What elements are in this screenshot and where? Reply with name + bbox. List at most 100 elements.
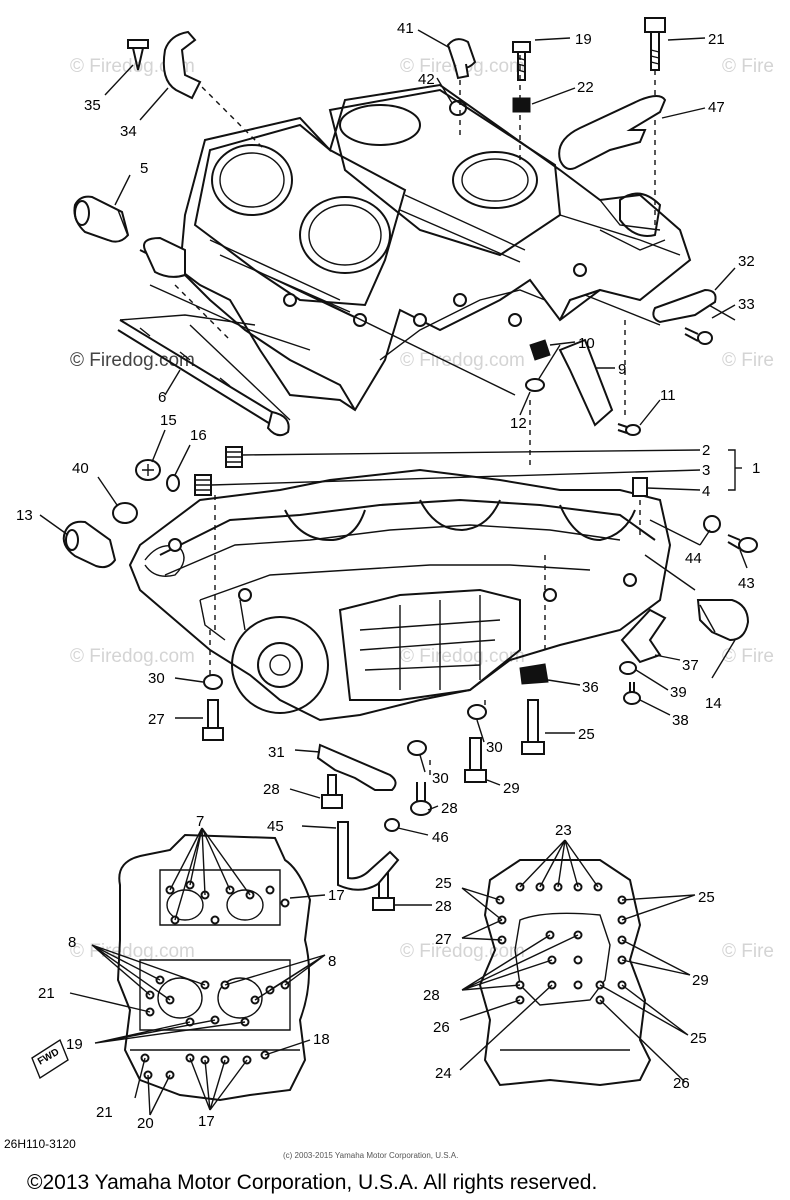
callout-23: 23	[555, 822, 572, 839]
callout-30-right: 30	[432, 770, 449, 787]
callout-38: 38	[672, 712, 689, 729]
upper-crankcase-drawing	[139, 83, 692, 412]
callout-27: 27	[148, 711, 165, 728]
callout-34: 34	[120, 123, 137, 140]
callout-29-lower: 29	[692, 972, 709, 989]
leader-lines	[39, 29, 748, 1116]
small-copyright: (c) 2003-2015 Yamaha Motor Corporation, …	[283, 1151, 458, 1160]
part-41-plug	[446, 38, 477, 80]
part-39-washer	[619, 661, 637, 675]
callout-37: 37	[682, 657, 699, 674]
callout-22: 22	[577, 79, 594, 96]
callout-30-mid: 30	[486, 739, 503, 756]
part-5-plug	[73, 195, 130, 243]
callout-17-bottom: 17	[198, 1113, 215, 1130]
callout-32: 32	[738, 253, 755, 270]
callout-28-lower: 28	[435, 898, 452, 915]
callout-31: 31	[268, 744, 285, 761]
callout-8-right: 8	[328, 953, 336, 970]
part-45-pipe	[337, 821, 400, 891]
callout-21-mid: 21	[38, 985, 55, 1002]
callout-43: 43	[738, 575, 755, 592]
callout-8-left: 8	[68, 934, 76, 951]
lower-crankcase-drawing	[128, 400, 672, 722]
callout-33: 33	[738, 296, 755, 313]
part-28-bolt-b	[410, 782, 432, 816]
part-36-damper	[519, 663, 549, 685]
callout-25: 25	[578, 726, 595, 743]
callout-39: 39	[670, 684, 687, 701]
callout-19-lower: 19	[66, 1036, 83, 1053]
callout-27-lower: 27	[435, 931, 452, 948]
callout-28-bottom: 28	[423, 987, 440, 1004]
callout-36: 36	[582, 679, 599, 696]
fwd-label: FWD	[36, 1047, 61, 1068]
callout-6: 6	[158, 389, 166, 406]
callout-7: 7	[196, 813, 204, 830]
callout-29: 29	[503, 780, 520, 797]
part-12-dowel	[525, 378, 545, 392]
part-40-cap	[112, 502, 138, 524]
part-30-washer-c	[407, 740, 427, 756]
part-34-clamp	[162, 30, 202, 100]
callout-labels: 41 19 21 42 22 35 34 47 5 32 33 10 9 6 1…	[16, 20, 760, 1132]
part-14-plug	[696, 599, 750, 642]
watermark-low-left: © Firedog.com	[70, 646, 195, 667]
watermark-mid-right: © Fire	[722, 350, 774, 371]
callout-28-mid: 28	[441, 800, 458, 817]
part-46-o-ring	[384, 818, 400, 832]
callout-47: 47	[708, 99, 725, 116]
callout-40: 40	[72, 460, 89, 477]
part-35-screw	[127, 39, 149, 71]
part-10-damper	[529, 339, 551, 361]
fwd-arrow-icon	[31, 1038, 69, 1080]
part-38-bolt	[623, 682, 641, 705]
callout-1: 1	[752, 460, 760, 477]
assembly-lines	[119, 55, 736, 860]
callout-17-upper: 17	[328, 887, 345, 904]
part-42-o-ring	[449, 100, 467, 116]
bolt-pattern-view-upper	[31, 833, 312, 1102]
callout-5: 5	[140, 160, 148, 177]
part-15-plug	[135, 459, 161, 481]
part-28-bolt-a	[321, 774, 343, 809]
part-22-collar	[512, 97, 531, 113]
watermark-low-right: © Fire	[722, 646, 774, 667]
part-37-clamp	[620, 608, 667, 664]
watermarks: © Firedog.com © Firedog.com © Fire © Fir…	[70, 56, 774, 962]
callout-44: 44	[685, 550, 702, 567]
callout-30-left: 30	[148, 670, 165, 687]
callout-12: 12	[510, 415, 527, 432]
diagram-code: 26H110-3120	[4, 1137, 76, 1151]
part-13-plug	[62, 520, 117, 569]
part-9-plate	[558, 338, 614, 427]
bolt-pattern-view-lower	[478, 859, 652, 1087]
callout-18: 18	[313, 1031, 330, 1048]
watermark-bottom-center: © Firedog.com	[400, 941, 525, 962]
bolt-hole-markers	[140, 880, 627, 1080]
callout-19: 19	[575, 31, 592, 48]
callout-20: 20	[137, 1115, 154, 1132]
part-47-bracket	[558, 95, 667, 170]
part-4-dowel	[632, 477, 648, 497]
part-29-bolt	[464, 737, 487, 783]
callout-26-right: 26	[673, 1075, 690, 1092]
watermark-bottom-right: © Fire	[722, 941, 774, 962]
part-43-bolt	[727, 534, 758, 553]
part-30-washer-a	[203, 674, 223, 690]
watermark-top-right: © Fire	[722, 56, 774, 77]
callout-13: 13	[16, 507, 33, 524]
callout-21: 21	[708, 31, 725, 48]
watermark-mid-left: © Firedog.com	[70, 350, 195, 371]
callout-28-left: 28	[263, 781, 280, 798]
callout-3: 3	[702, 462, 710, 479]
copyright-notice: ©2013 Yamaha Motor Corporation, U.S.A. A…	[27, 1171, 597, 1194]
part-11-bolt	[617, 423, 641, 436]
callout-15: 15	[160, 412, 177, 429]
callout-2: 2	[702, 442, 710, 459]
callout-26-left: 26	[433, 1019, 450, 1036]
callout-41: 41	[397, 20, 414, 37]
part-33-bolt	[684, 327, 713, 345]
watermark-bottom-left: © Firedog.com	[70, 941, 195, 962]
